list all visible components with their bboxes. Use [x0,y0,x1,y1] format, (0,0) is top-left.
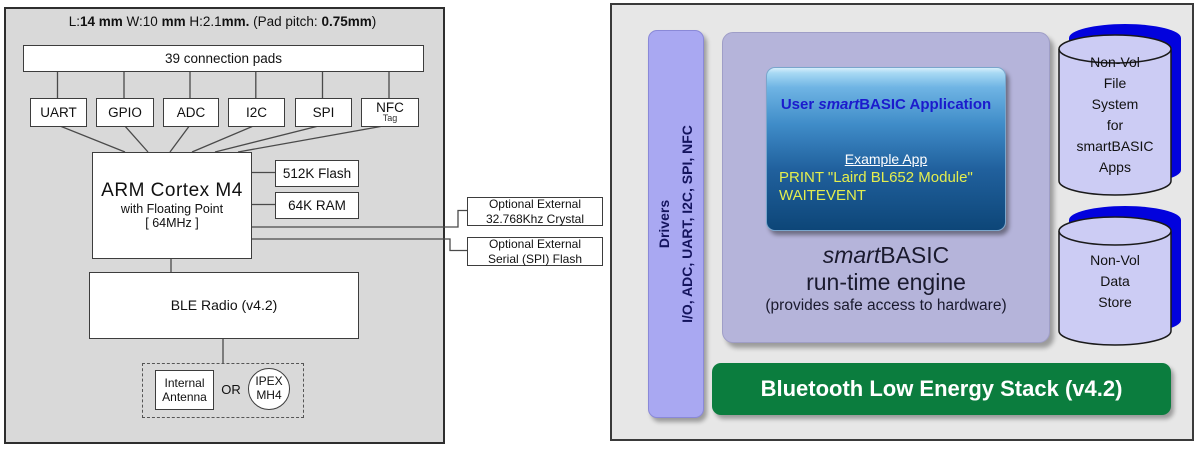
dim-seg-bold: 0.75mm [321,14,372,29]
engine-subtitle: run-time engine [806,269,966,295]
filesystem-cylinder-icon [1058,24,1181,196]
flash-label: 512K Flash [282,165,352,181]
connection-pads-label: 39 connection pads [164,50,283,66]
external-spi-flash-box: Optional External Serial (SPI) Flash [467,237,603,266]
i2c-box: I2C [228,98,285,127]
spi-box: SPI [295,98,352,127]
engine-name-basic: BASIC [880,242,950,268]
datastore-cylinder-label: Non-Vol Data Store [1090,252,1140,310]
drivers-label: Drivers I/O, ADC, UART, I2C, SPI, NFC [655,125,695,323]
nfc-label: NFC [376,99,404,115]
code-line-waitevent: WAITEVENT [779,187,866,204]
ipex-connector-circle: IPEX MH4 [248,368,290,410]
example-app-heading: Example App [844,151,928,167]
datastore-cylinder-icon [1058,206,1181,346]
antenna-group-box [142,363,304,418]
cpu-fpu: with Floating Point [120,202,224,217]
user-application-box: User smartBASIC Application Example App … [766,67,1006,231]
internal-antenna-box: Internal Antenna [155,370,214,410]
dim-seg-bold: mm [161,14,186,29]
or-label: OR [221,382,241,397]
ble-stack-bar: Bluetooth Low Energy Stack (v4.2) [712,363,1171,415]
ram-label: 64K RAM [288,197,346,213]
external-crystal-box: Optional External 32.768Khz Crystal [467,197,603,226]
engine-name: smartBASIC [723,242,1049,269]
dim-seg-bold: mm. [221,14,250,29]
nfc-tag-label: Tag [382,113,398,124]
engine-description: (provides safe access to hardware) [765,297,1007,314]
cpu-box: ARM Cortex M4 with Floating Point [ 64MH… [92,152,252,259]
nfc-box: NFC Tag [361,98,419,127]
gpio-label: GPIO [108,104,142,120]
drivers-bar: Drivers I/O, ADC, UART, I2C, SPI, NFC [648,30,704,418]
uart-box: UART [30,98,87,127]
user-application-title: User smartBASIC Application [767,96,1005,113]
dim-seg: ) [371,14,377,29]
dim-seg: (Pad pitch: [249,14,322,29]
cpu-clock: [ 64MHz ] [145,216,199,231]
module-dimensions: L:14 mm W:10 mm H:2.1mm. (Pad pitch: 0.7… [4,14,441,29]
dim-seg: L: [68,14,81,29]
code-line-print: PRINT "Laird BL652 Module" [779,169,973,186]
runtime-engine-box: User smartBASIC Application Example App … [722,32,1050,343]
app-title-user: User [780,96,819,113]
adc-box: ADC [163,98,219,127]
dim-seg-bold: 14 mm [80,14,123,29]
filesystem-cylinder-label: Non-Vol File System for smartBASIC Apps [1076,54,1154,175]
dim-seg: H:2.1 [185,14,222,29]
external-spi-flash-label: Optional External Serial (SPI) Flash [487,237,583,266]
gpio-box: GPIO [96,98,154,127]
internal-antenna-label: Internal Antenna [162,375,207,404]
app-title-smart: smart [818,96,860,113]
ble-stack-label: Bluetooth Low Energy Stack (v4.2) [760,376,1123,401]
ram-box: 64K RAM [275,192,359,219]
cpu-name: ARM Cortex M4 [101,180,243,202]
uart-label: UART [40,104,77,120]
app-title-rest: BASIC Application [859,96,992,113]
ble-radio-box: BLE Radio (v4.2) [89,272,359,339]
ipex-label: IPEX MH4 [255,374,283,402]
i2c-label: I2C [245,104,267,120]
engine-caption: smartBASIC run-time engine (provides saf… [723,242,1049,316]
engine-name-smart: smart [822,242,881,268]
external-crystal-label: Optional External 32.768Khz Crystal [485,197,585,226]
spi-label: SPI [312,104,335,120]
ble-radio-label: BLE Radio (v4.2) [170,297,278,314]
connection-pads-box: 39 connection pads [23,45,424,72]
flash-box: 512K Flash [275,160,359,187]
dim-seg: W:10 [122,14,162,29]
adc-label: ADC [176,104,206,120]
